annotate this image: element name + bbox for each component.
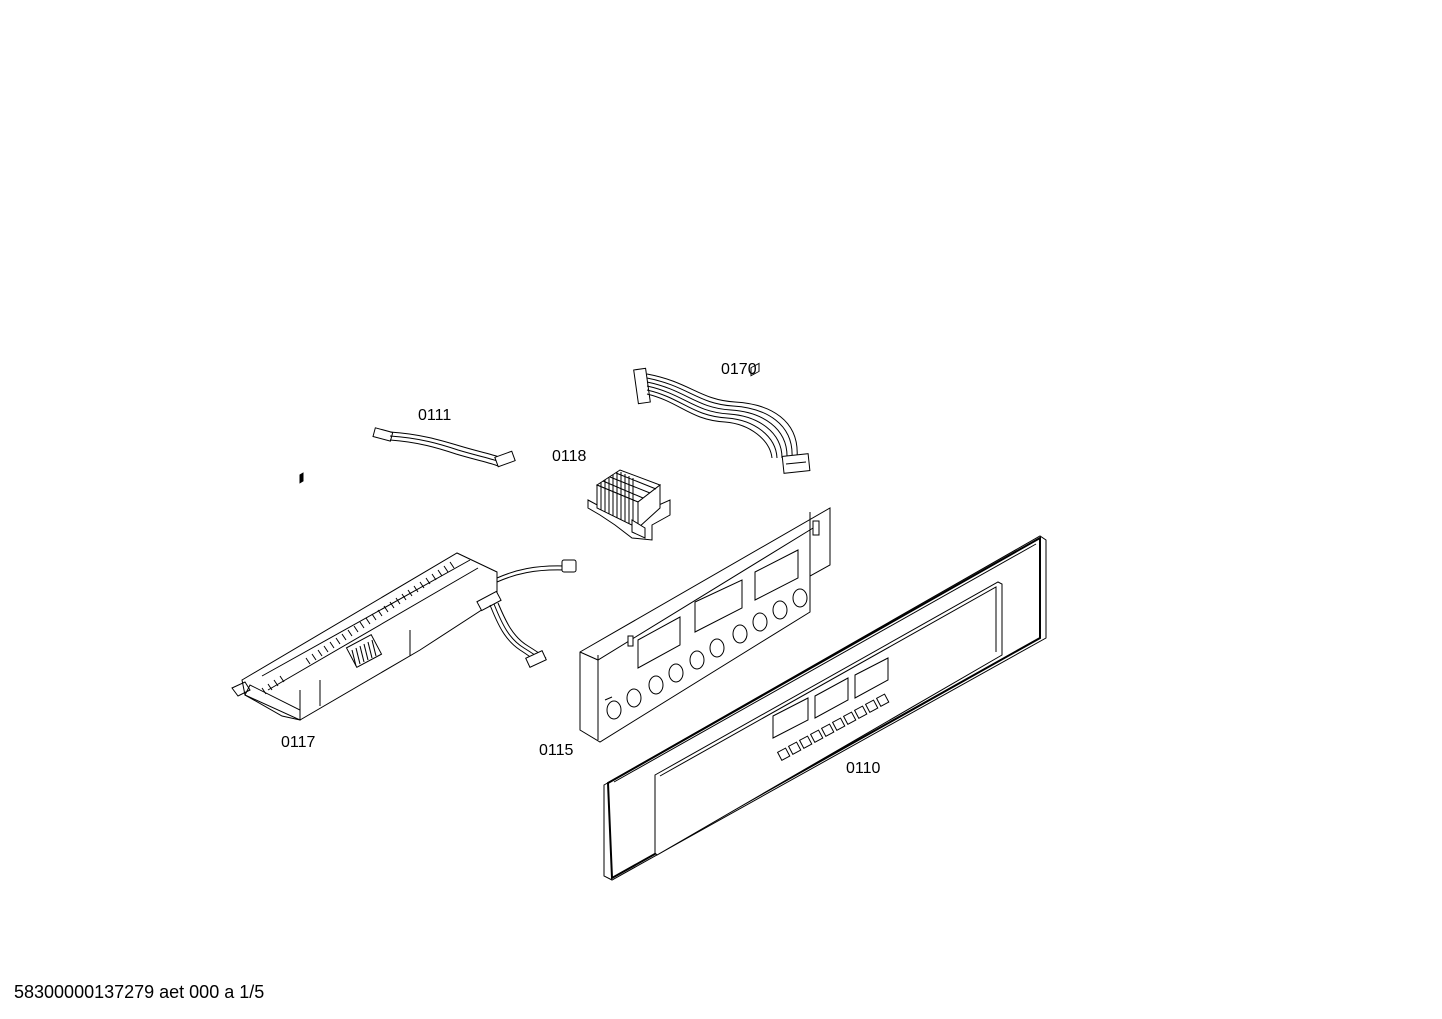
part-0117-electronic-module[interactable]	[231, 472, 577, 721]
part-label-0111[interactable]: 0111	[418, 407, 452, 424]
drawing-code: 58300000137279 aet 000 a 1/5	[14, 982, 265, 1002]
part-label-0170[interactable]: 0170	[721, 361, 757, 378]
part-0115-control-board[interactable]	[579, 507, 831, 743]
part-0110-front-panel[interactable]	[603, 362, 1047, 881]
part-0118-heatsink-module[interactable]	[587, 469, 671, 541]
part-label-0118[interactable]: 0118	[552, 448, 587, 465]
part-label-0115[interactable]: 0115	[539, 742, 574, 759]
part-label-0117[interactable]: 0117	[281, 734, 316, 751]
part-0111-cable[interactable]	[372, 427, 516, 468]
part-0170-cable-harness[interactable]	[633, 367, 811, 474]
part-label-0110[interactable]: 0110	[846, 760, 881, 777]
